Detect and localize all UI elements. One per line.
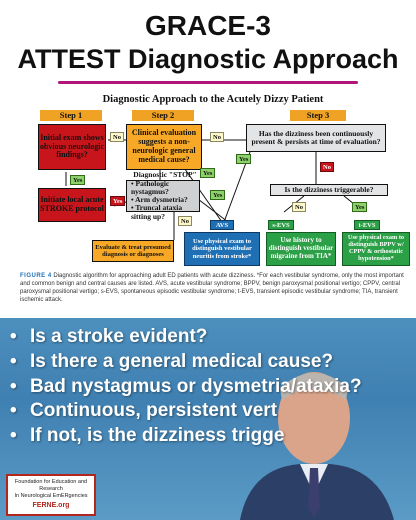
yes-tag-stop-right: Yes [210, 190, 226, 200]
bullet-continuous-persistent: Continuous, persistent vert [8, 400, 362, 425]
evaluate-treat-box: Evaluate & treat presumed diagnosis or d… [92, 240, 174, 262]
logo-line3: FERNE.org [32, 502, 70, 509]
slide-title-line2: ATTEST Diagnostic Approach [17, 44, 399, 74]
yes-tag-continuous: Yes [236, 154, 252, 164]
stop-item-nystagmus: • Pathologic nystagmus? [131, 178, 170, 196]
sevs-box: Use history to distinguish vestibular mi… [266, 232, 336, 266]
logo-line2: In Neurological EmERgencies [14, 493, 88, 499]
yes-tag-step2: Yes [200, 168, 216, 178]
stop-title: Diagnostic "STOP" [133, 170, 197, 180]
title-underline-divider [58, 81, 358, 84]
sevs-label: s-EVS [268, 220, 294, 230]
bullet-list: Is a stroke evident? Is there a general … [8, 326, 362, 450]
flowchart-figure: Diagnostic Approach to the Acutely Dizzy… [14, 92, 412, 315]
bullet-stroke-evident: Is a stroke evident? [8, 326, 362, 351]
avs-label: AVS [210, 220, 234, 230]
continuous-dizziness-box: Has the dizziness been continuously pres… [246, 124, 386, 152]
bullet-nystagmus-dysmetria: Bad nystagmus or dysmetria/ataxia? [8, 376, 362, 401]
initial-exam-box: Initial exam shows obvious neurologic fi… [38, 124, 106, 170]
bullet-general-medical-cause: Is there a general medical cause? [8, 351, 362, 376]
step-1-header: Step 1 [40, 110, 102, 121]
bullet-triggerable: If not, is the dizziness trigge [8, 425, 362, 450]
avs-box: Use physical exam to distinguish vestibu… [184, 232, 260, 266]
yes-tag-stop: Yes [110, 196, 126, 206]
ferne-logo: Foundation for Education and Research In… [6, 474, 96, 516]
stop-item-ataxia: • Truncal ataxia sitting up? [131, 203, 183, 221]
clinical-evaluation-box: Clinical evaluation suggests a non-neuro… [126, 124, 202, 170]
diagnostic-stop-box: Diagnostic "STOP" • Pathologic nystagmus… [126, 170, 200, 220]
no-tag-stop: No [178, 216, 192, 226]
no-tag-step1: No [110, 132, 124, 142]
step-3-header: Step 3 [290, 110, 346, 121]
tevs-label: t-EVS [354, 220, 380, 230]
no-tag-step3: No [320, 162, 334, 172]
tevs-box: Use physical exam to distinguish BPPV w/… [342, 232, 410, 266]
yes-tag-step1: Yes [70, 175, 86, 185]
no-tag-step2: No [210, 132, 224, 142]
caption-label: FIGURE 4 [20, 273, 52, 279]
stroke-protocol-box: Initiate local acute STROKE protocol [38, 188, 106, 222]
step-2-header: Step 2 [132, 110, 194, 121]
slide-title-line1: GRACE-3 [144, 10, 271, 41]
flowchart-title: Diagnostic Approach to the Acutely Dizzy… [102, 94, 324, 105]
triggerable-box: Is the dizziness triggerable? [270, 184, 388, 196]
stop-item-dysmetria: • Arm dysmetria? [131, 195, 188, 204]
no-tag-triggerable: No [292, 202, 306, 212]
yes-tag-triggerable: Yes [352, 202, 368, 212]
slide-header-area: GRACE-3 ATTEST Diagnostic Approach Diagn… [14, 10, 412, 315]
caption-text: Diagnostic algorithm for approaching adu… [20, 273, 404, 303]
figure-caption: FIGURE 4 Diagnostic algorithm for approa… [20, 272, 408, 304]
logo-line1: Foundation for Education and Research [14, 479, 88, 492]
